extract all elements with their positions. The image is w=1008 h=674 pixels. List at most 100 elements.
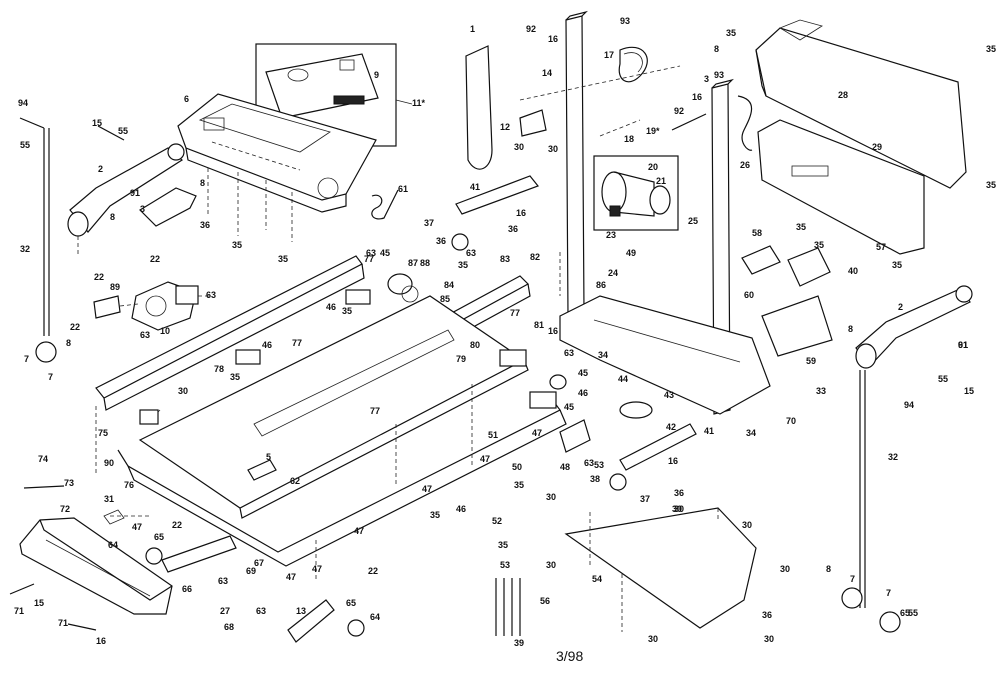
callout-2: 2 bbox=[898, 302, 903, 312]
left-rear-wheel bbox=[35, 341, 57, 363]
cable-cover bbox=[465, 45, 493, 170]
right-handrail-assembly bbox=[841, 285, 973, 633]
front-wheel-right bbox=[347, 619, 365, 637]
callout-89: 89 bbox=[110, 282, 120, 292]
callout-40: 40 bbox=[848, 266, 858, 276]
callout-35: 35 bbox=[796, 222, 806, 232]
callout-57: 57 bbox=[876, 242, 886, 252]
callout-19: 19* bbox=[646, 126, 660, 136]
callout-53: 53 bbox=[594, 460, 604, 470]
center-guide bbox=[253, 329, 455, 437]
callout-30: 30 bbox=[742, 520, 752, 530]
callout-53: 53 bbox=[500, 560, 510, 570]
callout-17: 17 bbox=[604, 50, 614, 60]
callout-35: 35 bbox=[892, 260, 902, 270]
callout-14: 14 bbox=[542, 68, 552, 78]
rear-roller-end bbox=[549, 374, 567, 390]
callout-7: 7 bbox=[24, 354, 29, 364]
callout-34: 34 bbox=[598, 350, 608, 360]
callout-35: 35 bbox=[498, 540, 508, 550]
callout-47: 47 bbox=[532, 428, 542, 438]
callout-77: 77 bbox=[370, 406, 380, 416]
right-rear-wheel-b bbox=[879, 611, 901, 633]
drive-belt bbox=[618, 46, 648, 83]
electronics-group bbox=[741, 245, 833, 357]
callout-15: 15 bbox=[92, 118, 102, 128]
callout-41: 41 bbox=[470, 182, 480, 192]
callout-29: 29 bbox=[872, 142, 882, 152]
callout-63: 63 bbox=[206, 290, 216, 300]
callout-70: 70 bbox=[786, 416, 796, 426]
callout-92: 92 bbox=[674, 106, 684, 116]
callout-46: 46 bbox=[262, 340, 272, 350]
callout-35: 35 bbox=[342, 306, 352, 316]
callout-61: 61 bbox=[958, 340, 968, 350]
callout-36: 36 bbox=[674, 488, 684, 498]
callout-37: 37 bbox=[424, 218, 434, 228]
motor-bracket bbox=[93, 295, 121, 319]
footer-date: 3/98 bbox=[556, 648, 584, 664]
drive-pulley-belt bbox=[619, 401, 653, 419]
callout-35: 35 bbox=[278, 254, 288, 264]
callout-74: 74 bbox=[38, 454, 48, 464]
callout-35: 35 bbox=[232, 240, 242, 250]
callout-16: 16 bbox=[668, 456, 678, 466]
callout-39: 39 bbox=[514, 638, 524, 648]
callout-28: 28 bbox=[838, 90, 848, 100]
callout-15: 15 bbox=[34, 598, 44, 608]
callout-41: 41 bbox=[704, 426, 714, 436]
callout-43: 43 bbox=[664, 390, 674, 400]
overlay-display-window bbox=[287, 68, 309, 82]
callout-15: 15 bbox=[964, 386, 974, 396]
callout-3: 3 bbox=[704, 74, 709, 84]
callout-22: 22 bbox=[94, 272, 104, 282]
motor-mount bbox=[559, 419, 591, 453]
callout-30: 30 bbox=[548, 144, 558, 154]
callout-12: 12 bbox=[500, 122, 510, 132]
callout-47: 47 bbox=[286, 572, 296, 582]
controller-board bbox=[741, 245, 781, 275]
motor-controller-plate bbox=[761, 295, 833, 357]
front-hood-assembly bbox=[9, 485, 365, 643]
console-assembly bbox=[177, 43, 413, 242]
motor-controller bbox=[787, 247, 831, 287]
callout-63: 63 bbox=[218, 576, 228, 586]
callout-55: 55 bbox=[938, 374, 948, 384]
callout-86: 86 bbox=[596, 280, 606, 290]
callout-26: 26 bbox=[740, 160, 750, 170]
callout-35: 35 bbox=[430, 510, 440, 520]
callout-1: 1 bbox=[470, 24, 475, 34]
stabilizer-bracket bbox=[287, 599, 335, 643]
callout-49: 49 bbox=[626, 248, 636, 258]
callout-64: 64 bbox=[370, 612, 380, 622]
treadmill-frame bbox=[95, 255, 567, 580]
callout-13: 13 bbox=[296, 606, 306, 616]
callout-25: 25 bbox=[688, 216, 698, 226]
callout-46: 46 bbox=[326, 302, 336, 312]
spring bbox=[737, 95, 753, 151]
callout-67: 67 bbox=[254, 558, 264, 568]
callout-59: 59 bbox=[806, 356, 816, 366]
right-rear-wheel-a bbox=[841, 587, 863, 609]
callout-72: 72 bbox=[60, 504, 70, 514]
callout-62: 62 bbox=[290, 476, 300, 486]
callout-93: 93 bbox=[620, 16, 630, 26]
callout-30: 30 bbox=[672, 504, 682, 514]
callout-63: 63 bbox=[466, 248, 476, 258]
console-overlay-part bbox=[265, 53, 379, 119]
callout-58: 58 bbox=[752, 228, 762, 238]
callout-51: 51 bbox=[488, 430, 498, 440]
callout-88: 88 bbox=[420, 258, 430, 268]
callout-30: 30 bbox=[514, 142, 524, 152]
callout-30: 30 bbox=[674, 504, 684, 514]
callout-47: 47 bbox=[422, 484, 432, 494]
callout-38: 38 bbox=[590, 474, 600, 484]
callout-35: 35 bbox=[230, 372, 240, 382]
callout-78: 78 bbox=[214, 364, 224, 374]
callout-92: 92 bbox=[526, 24, 536, 34]
callout-27: 27 bbox=[220, 606, 230, 616]
overlay-digit-display bbox=[333, 95, 365, 105]
bottom-cover-assembly bbox=[495, 401, 757, 636]
callout-30: 30 bbox=[780, 564, 790, 574]
